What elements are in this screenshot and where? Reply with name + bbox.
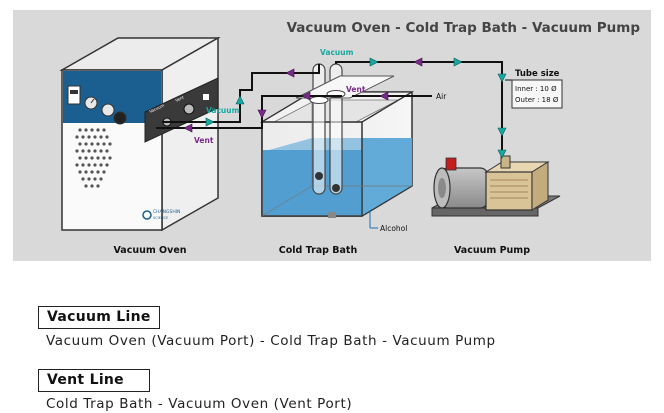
port-label-vacuum: Vacuum xyxy=(148,103,165,114)
oven-brand: CHANGSHIN xyxy=(153,209,180,215)
vacuum-oven-label: Vacuum Oven xyxy=(113,245,186,256)
tube-size-outer: Outer : 18 Ø xyxy=(515,96,559,104)
vacuum-pump xyxy=(431,155,561,217)
vacuum-line-description: Vacuum Oven (Vacuum Port) - Cold Trap Ba… xyxy=(46,333,496,349)
vacuum-pump-label: Vacuum Pump xyxy=(454,245,530,256)
oven-logo-icon xyxy=(142,210,152,220)
cold-trap-bath-label: Cold Trap Bath xyxy=(279,245,358,256)
tube-size-title: Tube size xyxy=(515,69,560,79)
vent-label-left: Vent xyxy=(194,136,214,145)
vent-line-heading: Vent Line xyxy=(38,369,150,392)
vacuum-flow-arrows xyxy=(205,57,507,159)
vacuum-label-left: Vacuum xyxy=(206,106,240,115)
vent-label-mid: Vent xyxy=(346,85,366,94)
vent-flow-arrows xyxy=(183,57,423,133)
tube-size-box xyxy=(511,79,563,109)
vent-line-description: Cold Trap Bath - Vacuum Oven (Vent Port) xyxy=(46,396,353,412)
tube-size-callout: Tube size Inner : 10 Ø Outer : 18 Ø xyxy=(505,69,563,109)
port-label-vent: Vent xyxy=(174,94,185,103)
oven-brand-sub: SCIENCE xyxy=(153,216,168,220)
vacuum-line-heading: Vacuum Line xyxy=(38,306,160,329)
alcohol-label: Alcohol xyxy=(380,224,407,233)
cold-trap-bath xyxy=(259,63,415,218)
diagram-title: Vacuum Oven - Cold Trap Bath - Vacuum Pu… xyxy=(287,20,641,36)
vacuum-label-top: Vacuum xyxy=(320,48,354,57)
system-diagram: Vacuum Oven - Cold Trap Bath - Vacuum Pu… xyxy=(13,10,651,261)
air-label: Air xyxy=(436,92,447,101)
vacuum-oven: CHANGSHIN SCIENCE Vacuum Vent xyxy=(59,36,221,232)
tube-size-inner: Inner : 10 Ø xyxy=(515,85,557,93)
